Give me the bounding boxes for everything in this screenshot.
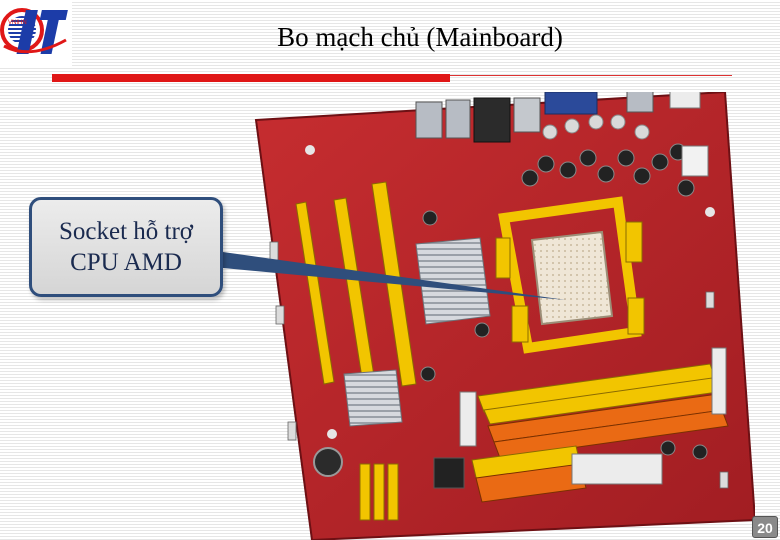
title-rule: [450, 75, 732, 76]
callout-label: Socket hỗ trợ CPU AMD: [58, 218, 194, 276]
mainboard-image: [254, 92, 755, 540]
svg-text:VNIHN: VNIHN: [8, 20, 27, 26]
page-title: Bo mạch chủ (Mainboard): [277, 22, 563, 52]
socket-callout: Socket hỗ trợ CPU AMD: [29, 197, 223, 297]
title-underline: [52, 74, 450, 82]
slide-number: 20: [752, 516, 778, 538]
it-logo-icon: VNIHN: [0, 0, 72, 68]
